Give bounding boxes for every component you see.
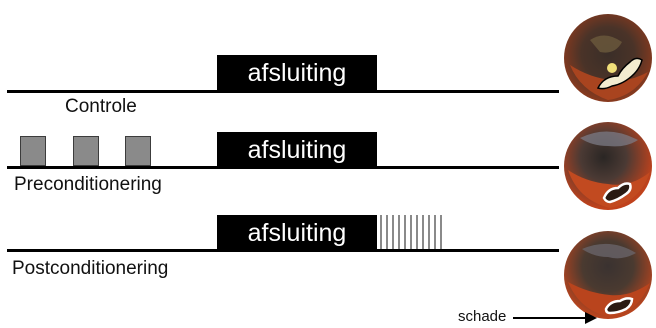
occlusion-block-precond: afsluiting: [217, 132, 377, 168]
occlusion-label: afsluiting: [247, 219, 347, 247]
preconditioning-block: [125, 136, 151, 166]
heart-slice-image: [564, 122, 652, 210]
postconditioning-block: [380, 215, 446, 250]
timeline-precond: [7, 166, 559, 169]
row-label-control: Controle: [65, 96, 137, 117]
arrow-right-icon: [513, 312, 597, 324]
occlusion-label: afsluiting: [247, 136, 347, 164]
row-label-postcond: Postconditionering: [12, 258, 169, 279]
occlusion-block-control: afsluiting: [217, 55, 377, 91]
timeline-postcond: [7, 249, 559, 252]
damage-label: schade: [458, 308, 507, 325]
preconditioning-block: [20, 136, 46, 166]
occlusion-block-postcond: afsluiting: [217, 215, 377, 251]
heart-slice-image: [564, 231, 652, 319]
preconditioning-block: [73, 136, 99, 166]
timeline-control: [7, 90, 559, 93]
occlusion-label: afsluiting: [247, 59, 347, 87]
heart-slice-image: [564, 14, 652, 102]
row-label-precond: Preconditionering: [14, 174, 162, 195]
